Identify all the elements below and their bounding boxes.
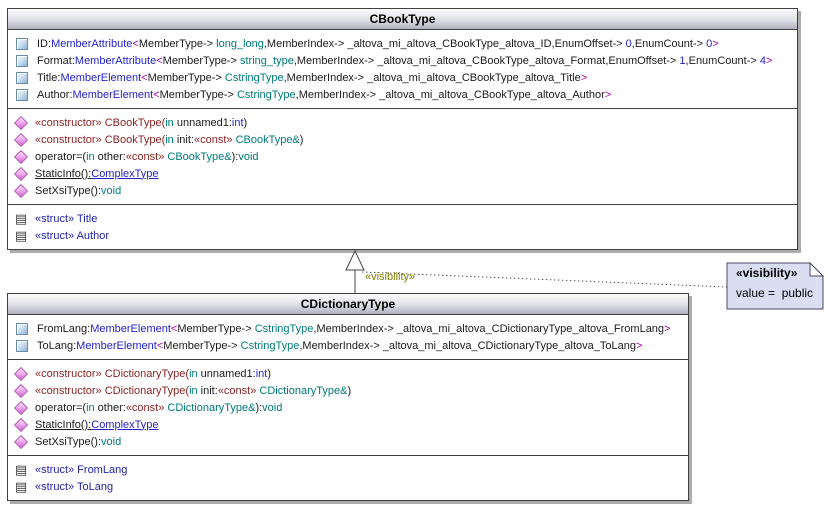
member-text: StaticInfo():ComplexType: [35, 167, 159, 180]
note-anchor-line: [361, 271, 728, 288]
generalization-arrowhead-icon: [345, 249, 365, 271]
struct-icon: ▤: [14, 462, 28, 477]
attributes-compartment: FromLang:MemberElement<MemberType-> Cstr…: [8, 315, 688, 359]
member-text: «struct» FromLang: [35, 463, 128, 476]
attribute-row[interactable]: ToLang:MemberElement<MemberType-> Cstrin…: [8, 337, 688, 354]
operation-row[interactable]: operator=(in other:«const» CBookType&):v…: [8, 148, 797, 165]
member-text: operator=(in other:«const» CBookType&):v…: [35, 150, 259, 163]
class-box-cdictionarytype[interactable]: CDictionaryType FromLang:MemberElement<M…: [7, 293, 689, 501]
attribute-row[interactable]: Title:MemberElement<MemberType-> Cstring…: [8, 69, 797, 86]
member-text: «constructor» CDictionaryType(in init:«c…: [35, 384, 352, 397]
struct-row[interactable]: ▤ «struct» Title: [8, 210, 797, 227]
member-text: Format:MemberAttribute<MemberType-> stri…: [37, 54, 773, 67]
operation-row[interactable]: «constructor» CDictionaryType(in init:«c…: [8, 382, 688, 399]
attributes-compartment: ID:MemberAttribute<MemberType-> long_lon…: [8, 30, 797, 108]
operation-row[interactable]: SetXsiType():void: [8, 433, 688, 450]
struct-row[interactable]: ▤ «struct» FromLang: [8, 461, 688, 478]
member-text: FromLang:MemberElement<MemberType-> Cstr…: [37, 322, 671, 335]
operations-compartment: «constructor» CDictionaryType(in unnamed…: [8, 359, 688, 455]
attribute-row[interactable]: Format:MemberAttribute<MemberType-> stri…: [8, 52, 797, 69]
operation-row[interactable]: operator=(in other:«const» CDictionaryTy…: [8, 399, 688, 416]
structs-compartment: ▤ «struct» FromLang ▤ «struct» ToLang: [8, 455, 688, 500]
member-text: ID:MemberAttribute<MemberType-> long_lon…: [37, 37, 719, 50]
struct-icon: ▤: [14, 228, 28, 243]
member-text: SetXsiType():void: [35, 435, 122, 448]
struct-row[interactable]: ▤ «struct» Author: [8, 227, 797, 244]
attribute-icon: [16, 88, 28, 101]
class-title[interactable]: CDictionaryType: [8, 294, 688, 315]
member-text: «constructor» CBookType(in init:«const» …: [35, 133, 304, 146]
member-text: operator=(in other:«const» CDictionaryTy…: [35, 401, 283, 414]
note-shape[interactable]: [726, 261, 825, 310]
attribute-icon: [16, 71, 28, 84]
member-text: StaticInfo():ComplexType: [35, 418, 159, 431]
member-text: SetXsiType():void: [35, 184, 122, 197]
struct-row[interactable]: ▤ «struct» ToLang: [8, 478, 688, 495]
attribute-icon: [16, 54, 28, 67]
generalization-edge[interactable]: [345, 249, 365, 294]
operation-row[interactable]: StaticInfo():ComplexType: [8, 416, 688, 433]
struct-icon: ▤: [14, 479, 28, 494]
member-text: Title:MemberElement<MemberType-> Cstring…: [37, 71, 588, 84]
operation-row[interactable]: «constructor» CDictionaryType(in unnamed…: [8, 365, 688, 382]
edge-visibility-label[interactable]: «visibility»: [365, 271, 416, 283]
class-title[interactable]: CBookType: [8, 9, 797, 30]
member-text: «constructor» CDictionaryType(in unnamed…: [35, 367, 272, 380]
note-fold-corner-icon: [809, 261, 825, 277]
member-text: «struct» Title: [35, 212, 98, 225]
structs-compartment: ▤ «struct» Title ▤ «struct» Author: [8, 204, 797, 249]
attribute-icon: [16, 339, 28, 352]
operation-row[interactable]: SetXsiType():void: [8, 182, 797, 199]
attribute-icon: [16, 322, 28, 335]
member-text: «struct» ToLang: [35, 480, 114, 493]
operations-compartment: «constructor» CBookType(in unnamed1:int)…: [8, 108, 797, 204]
attribute-row[interactable]: ID:MemberAttribute<MemberType-> long_lon…: [8, 35, 797, 52]
member-text: Author:MemberElement<MemberType-> Cstrin…: [37, 88, 612, 101]
struct-icon: ▤: [14, 211, 28, 226]
note-stereotype[interactable]: «visibility»: [736, 266, 798, 280]
member-text: «constructor» CBookType(in unnamed1:int): [35, 116, 248, 129]
note-value-text[interactable]: value = public: [736, 286, 814, 300]
member-text: ToLang:MemberElement<MemberType-> Cstrin…: [37, 339, 643, 352]
operation-row[interactable]: StaticInfo():ComplexType: [8, 165, 797, 182]
operation-row[interactable]: «constructor» CBookType(in unnamed1:int): [8, 114, 797, 131]
attribute-row[interactable]: Author:MemberElement<MemberType-> Cstrin…: [8, 86, 797, 103]
member-text: «struct» Author: [35, 229, 109, 242]
attribute-icon: [16, 37, 28, 50]
class-box-cbooktype[interactable]: CBookType ID:MemberAttribute<MemberType-…: [7, 8, 798, 250]
operation-row[interactable]: «constructor» CBookType(in init:«const» …: [8, 131, 797, 148]
attribute-row[interactable]: FromLang:MemberElement<MemberType-> Cstr…: [8, 320, 688, 337]
